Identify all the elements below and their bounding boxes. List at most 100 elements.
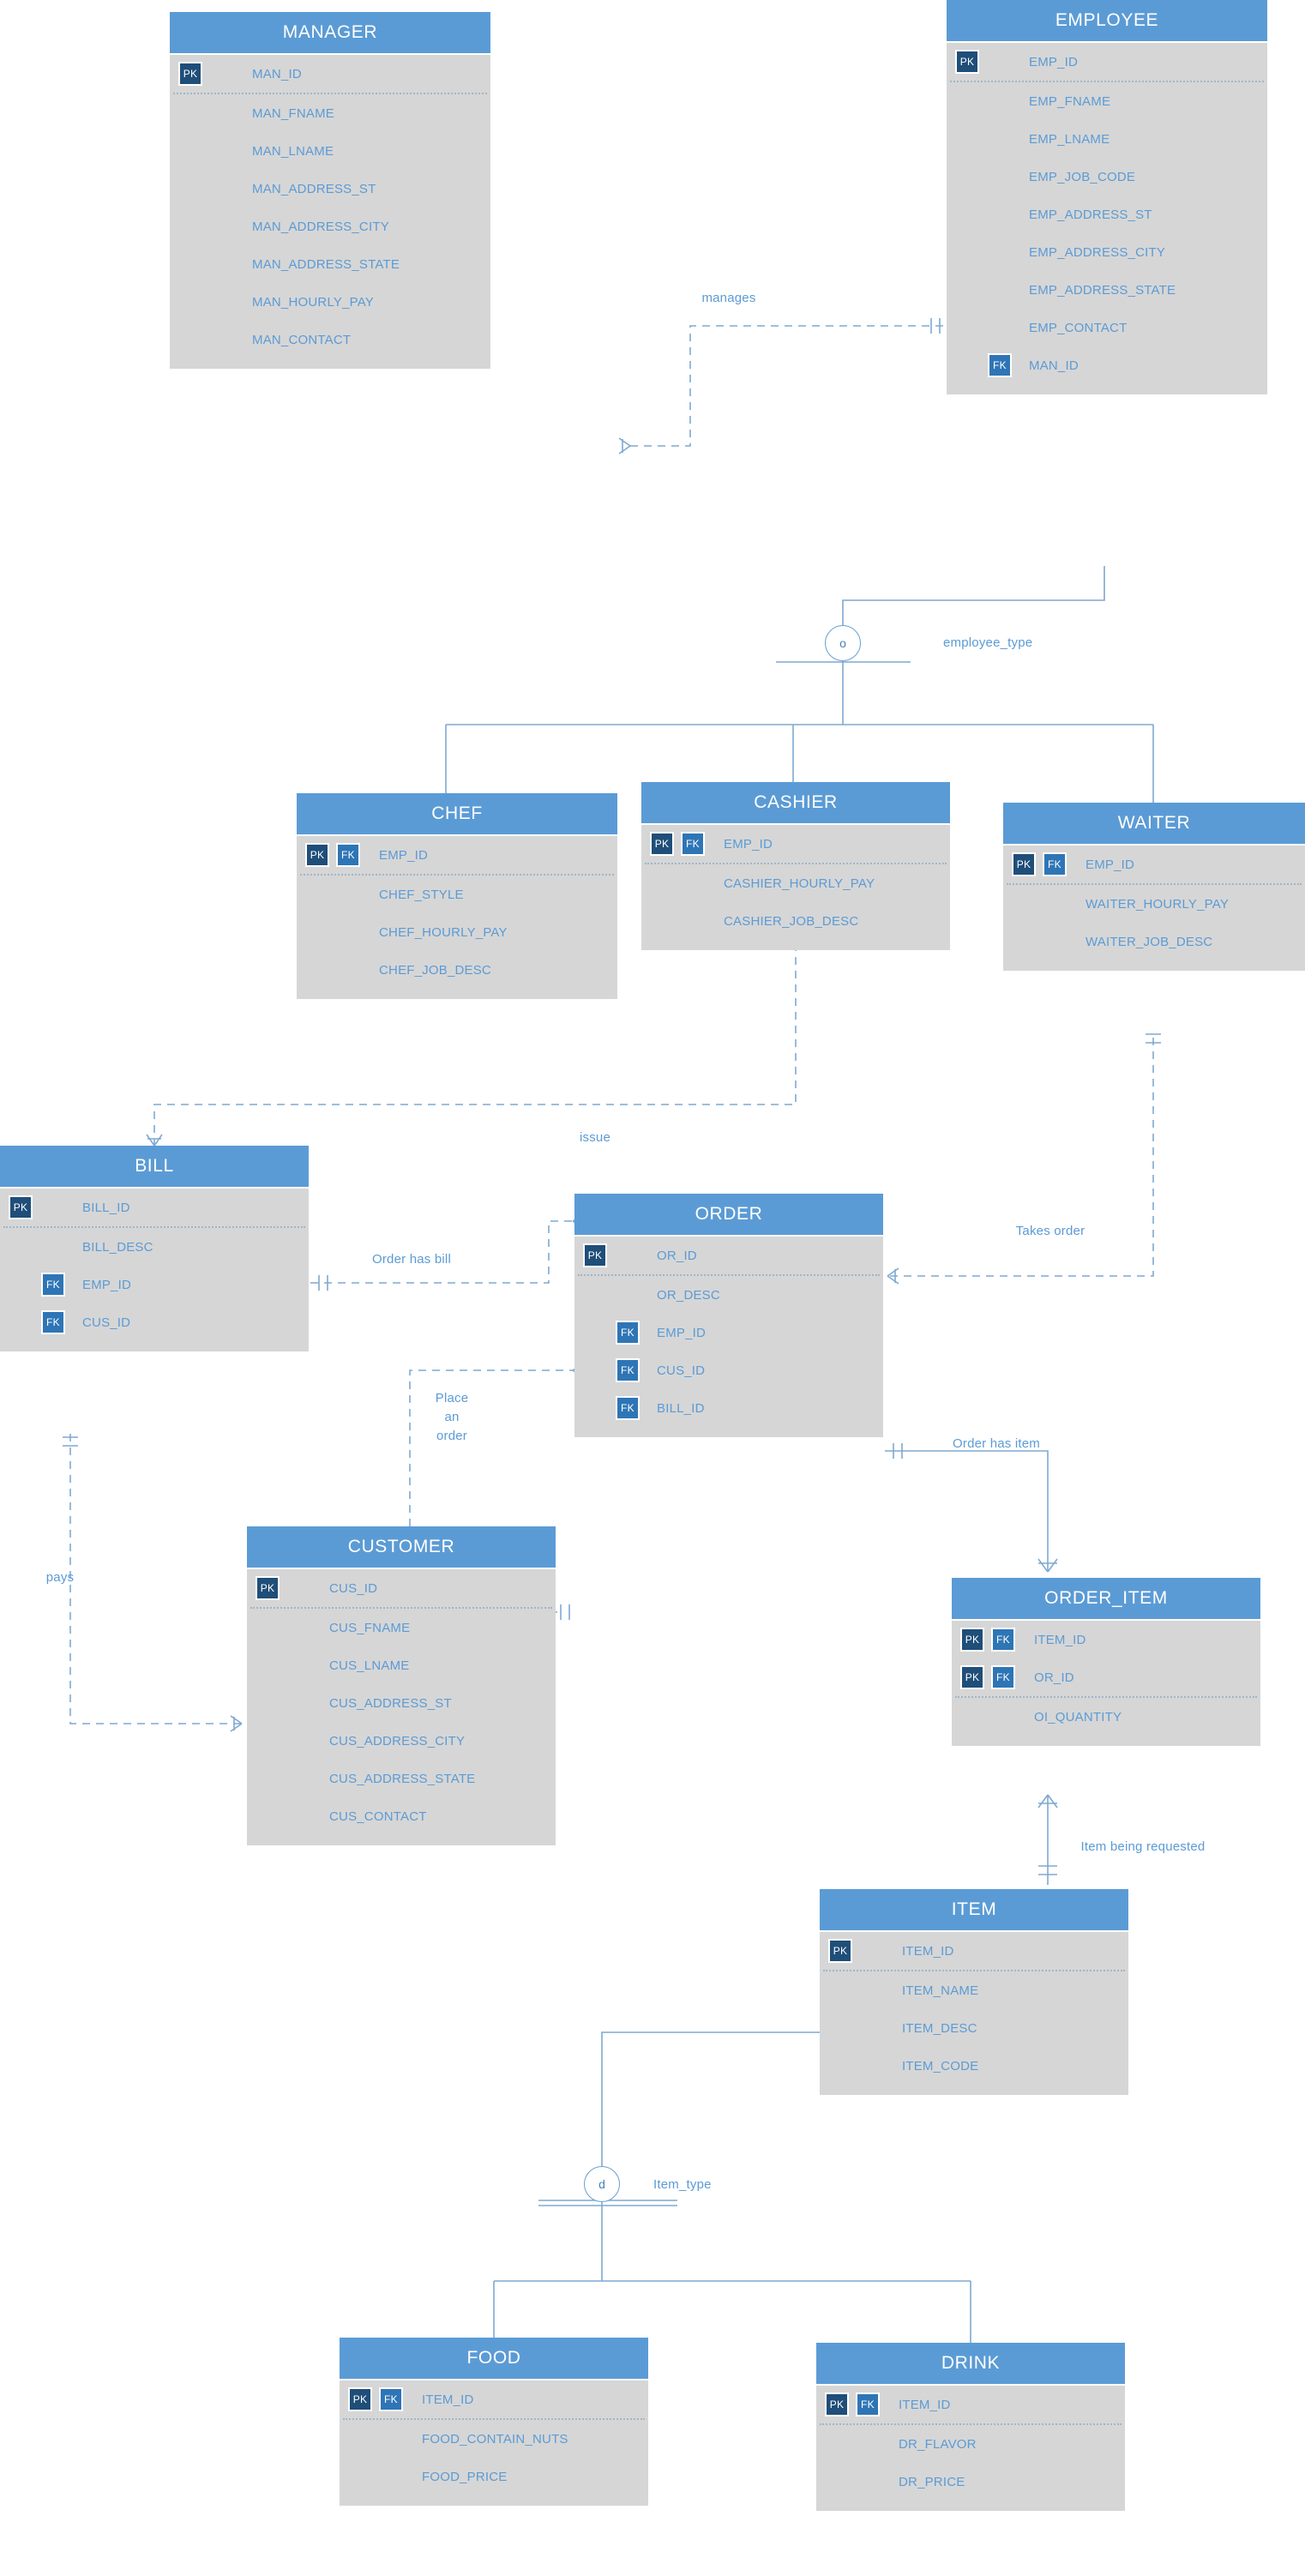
entity-title-chef: CHEF xyxy=(297,793,617,836)
attribute-name: CHEF_HOURLY_PAY xyxy=(379,924,508,940)
attribute-row[interactable]: CUS_ADDRESS_CITY xyxy=(247,1722,556,1760)
attribute-name: MAN_ADDRESS_ST xyxy=(252,181,376,196)
attribute-row[interactable]: FOOD_CONTAIN_NUTS xyxy=(340,2420,648,2458)
attribute-name: WAITER_HOURLY_PAY xyxy=(1085,896,1230,912)
attribute-row[interactable]: BILL_DESC xyxy=(0,1228,309,1266)
attribute-row[interactable]: CHEF_HOURLY_PAY xyxy=(297,913,617,951)
foreign-key-badge: FK xyxy=(616,1321,640,1345)
key-divider xyxy=(950,81,1264,82)
attribute-row[interactable]: CHEF_STYLE xyxy=(297,876,617,913)
attribute-row[interactable]: DR_FLAVOR xyxy=(816,2425,1125,2463)
attribute-row[interactable]: CUS_ADDRESS_STATE xyxy=(247,1760,556,1797)
key-divider xyxy=(645,863,947,864)
foreign-key-badge: FK xyxy=(336,843,360,867)
attribute-row[interactable]: MAN_ADDRESS_ST xyxy=(170,170,490,208)
attribute-row[interactable]: EMP_FNAME xyxy=(947,82,1267,120)
attribute-row[interactable]: CASHIER_JOB_DESC xyxy=(641,902,950,940)
attribute-row[interactable]: DR_PRICE xyxy=(816,2463,1125,2501)
attribute-name: BILL_ID xyxy=(82,1200,130,1215)
primary-key-badge: PK xyxy=(825,2392,849,2417)
attribute-row[interactable]: CUS_CONTACT xyxy=(247,1797,556,1835)
attribute-row[interactable]: MAN_FNAME xyxy=(170,94,490,132)
specialization-circle-item-type[interactable]: d xyxy=(584,2166,620,2202)
attribute-name: CHEF_JOB_DESC xyxy=(379,962,491,978)
attribute-row[interactable]: CUS_FNAME xyxy=(247,1609,556,1646)
attribute-row[interactable]: MAN_ADDRESS_CITY xyxy=(170,208,490,245)
key-divider xyxy=(250,1607,552,1609)
key-badges: FK xyxy=(583,1321,640,1345)
attribute-row[interactable]: EMP_ADDRESS_STATE xyxy=(947,271,1267,309)
attribute-name: ITEM_ID xyxy=(422,2392,474,2407)
attribute-row[interactable]: ITEM_NAME xyxy=(820,1971,1128,2009)
attribute-row[interactable]: CUS_ADDRESS_ST xyxy=(247,1684,556,1722)
attribute-row[interactable]: ITEM_CODE xyxy=(820,2047,1128,2085)
attribute-row[interactable]: OR_DESC xyxy=(574,1276,883,1314)
attribute-name: ITEM_CODE xyxy=(902,2058,979,2073)
attribute-row[interactable]: WAITER_JOB_DESC xyxy=(1003,923,1305,960)
attribute-row[interactable]: MAN_CONTACT xyxy=(170,321,490,358)
attribute-row[interactable]: ITEM_DESC xyxy=(820,2009,1128,2047)
attribute-name: MAN_ID xyxy=(252,66,302,81)
attribute-row[interactable]: CASHIER_HOURLY_PAY xyxy=(641,864,950,902)
attribute-row[interactable]: EMP_LNAME xyxy=(947,120,1267,158)
foreign-key-badge: FK xyxy=(681,832,705,856)
attribute-row[interactable]: WAITER_HOURLY_PAY xyxy=(1003,885,1305,923)
entity-bottom-padding xyxy=(816,2501,1125,2511)
attribute-row[interactable]: FOOD_PRICE xyxy=(340,2458,648,2495)
attribute-row[interactable]: EMP_ADDRESS_CITY xyxy=(947,233,1267,271)
key-divider xyxy=(823,1970,1125,1971)
foreign-key-badge: FK xyxy=(616,1358,640,1382)
attribute-row[interactable]: CHEF_JOB_DESC xyxy=(297,951,617,989)
attribute-row[interactable]: MAN_ADDRESS_STATE xyxy=(170,245,490,283)
attribute-row[interactable]: CUS_LNAME xyxy=(247,1646,556,1684)
attribute-name: DR_PRICE xyxy=(899,2474,965,2489)
specialization-circle-employee-type[interactable]: o xyxy=(825,625,861,661)
attribute-row[interactable]: MAN_HOURLY_PAY xyxy=(170,283,490,321)
attribute-name: BILL_ID xyxy=(657,1400,705,1416)
attribute-row[interactable]: EMP_CONTACT xyxy=(947,309,1267,346)
key-badges: FK xyxy=(583,1358,640,1382)
attribute-row[interactable]: EMP_JOB_CODE xyxy=(947,158,1267,196)
attribute-row[interactable]: OI_QUANTITY xyxy=(952,1698,1260,1736)
attribute-row[interactable]: MAN_LNAME xyxy=(170,132,490,170)
specialization-label-employee-type: employee_type xyxy=(943,635,1033,650)
attribute-row[interactable]: EMP_ADDRESS_ST xyxy=(947,196,1267,233)
